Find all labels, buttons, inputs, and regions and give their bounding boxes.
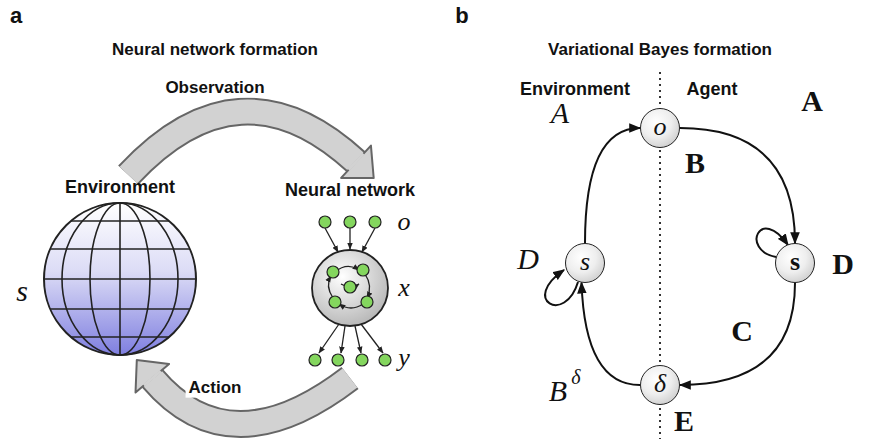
block-arrow [128,111,373,178]
diagram-label: D [832,247,854,280]
arrow-seam [144,371,161,385]
diagram-label: s [16,274,28,307]
arrow-outline [152,378,350,424]
diagram-label: b [455,4,468,28]
arrow-body [128,111,356,175]
node-text: s [790,249,800,275]
arrow-seam [349,154,364,170]
diagram-label: a [10,4,22,28]
state-circle: s [775,243,815,283]
connector-path [680,283,795,385]
state-circle: δ [640,365,680,405]
environment-globe: Environment [36,175,204,360]
node-text: δ [654,371,666,397]
edge-label: Observation [162,79,267,98]
arrow-connector [585,128,640,243]
diagram-label: Variational Bayes formation [548,41,772,60]
arrow-connector [680,283,795,385]
diagram-label: E [674,404,694,437]
diagram-label: Neural network formation [112,41,318,60]
state-circle: s [565,243,605,283]
diagram-label: Environment [520,80,630,100]
arrow-outline [128,111,356,175]
node-text: Neural network [271,178,429,201]
arrow-connector [680,128,795,243]
diagram-label: B [685,146,705,179]
diagram-label: δ [571,366,580,388]
arrow-body [152,378,350,424]
connector-path [582,283,640,385]
connector-path [585,128,640,243]
diagram-label: x [398,274,410,303]
node-text: s [580,249,590,275]
node-text: Environment [36,175,204,198]
diagram-label: Agent [687,80,738,100]
edge-label: Action [186,379,245,398]
arrow-head [136,360,170,393]
edge-label: A [801,84,823,117]
diagram-label: D [517,242,539,275]
edge-label: A [551,96,569,129]
state-circle: o [640,108,680,148]
connector-path [680,128,795,243]
node-text: o [654,114,667,140]
edge-label: C [731,314,753,347]
arrow-head [341,146,374,178]
diagram-label: B [549,374,567,407]
diagram-label: o [398,208,411,237]
globe-illustration [40,199,200,359]
arrow-connector [582,283,640,385]
diagram-label: y [398,344,410,373]
block-arrow [136,360,350,424]
